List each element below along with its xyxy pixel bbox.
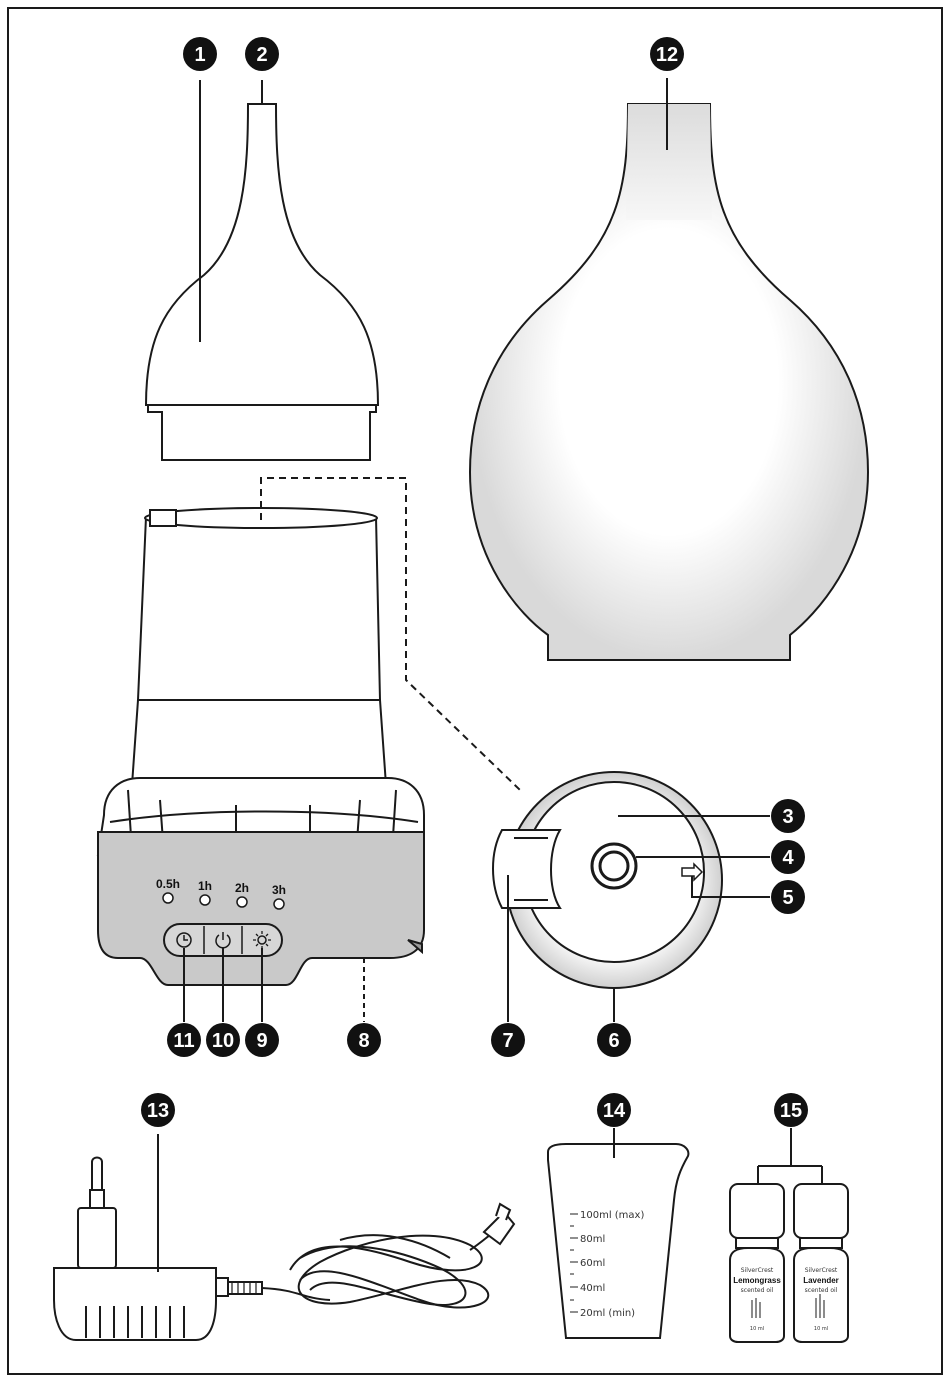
callout-2-label: 2	[256, 44, 267, 66]
power-cord	[262, 1204, 514, 1308]
callout-14: 14	[597, 1093, 631, 1127]
callout-12-label: 12	[656, 44, 678, 66]
led-2h	[237, 897, 247, 907]
callout-6: 6	[597, 1023, 631, 1057]
callout-8: 8	[347, 1023, 381, 1057]
cup-scale-60: 60ml	[580, 1258, 605, 1269]
callout-9: 9	[245, 1023, 279, 1057]
cup-scale-80: 80ml	[580, 1234, 605, 1245]
timer-label-0-5h: 0.5h	[156, 877, 180, 891]
callout-13: 13	[141, 1093, 175, 1127]
bottle-1-name: Lemongrass	[733, 1276, 781, 1285]
base-unit	[98, 508, 424, 985]
callout-8-label: 8	[358, 1030, 369, 1052]
led-1h	[200, 895, 210, 905]
callout-14-label: 14	[603, 1100, 626, 1122]
led-0-5h	[163, 893, 173, 903]
callout-10: 10	[206, 1023, 240, 1057]
callout-4-label: 4	[782, 847, 794, 869]
callout-15-label: 15	[780, 1100, 802, 1122]
glass-globe	[470, 104, 868, 660]
callout-11: 11	[167, 1023, 201, 1057]
timer-label-3h: 3h	[272, 883, 286, 897]
callout-5: 5	[771, 880, 805, 914]
callout-3: 3	[771, 799, 805, 833]
top-view	[493, 772, 722, 988]
nozzle-cover	[146, 104, 378, 460]
timer-label-1h: 1h	[198, 879, 212, 893]
leader-15	[758, 1128, 822, 1192]
bottle-2-name: Lavender	[803, 1276, 839, 1285]
callout-9-label: 9	[256, 1030, 267, 1052]
callout-7: 7	[491, 1023, 525, 1057]
callout-13-label: 13	[147, 1100, 169, 1122]
callout-5-label: 5	[782, 887, 793, 909]
led-3h	[274, 899, 284, 909]
callout-1: 1	[183, 37, 217, 71]
callout-1-label: 1	[194, 44, 205, 66]
callout-10-label: 10	[212, 1030, 234, 1052]
timer-label-2h: 2h	[235, 881, 249, 895]
bottle-1-brand: SilverCrest	[741, 1267, 774, 1274]
callout-4: 4	[771, 840, 805, 874]
callout-6-label: 6	[608, 1030, 619, 1052]
bottle-2-brand: SilverCrest	[805, 1267, 838, 1274]
cup-scale-40: 40ml	[580, 1283, 605, 1294]
bottle-2-type: scented oil	[805, 1287, 838, 1294]
cup-scale-100: 100ml (max)	[580, 1210, 644, 1221]
callout-3-label: 3	[782, 806, 793, 828]
bottle-2-volume: 10 ml	[814, 1326, 828, 1332]
callout-2: 2	[245, 37, 279, 71]
callout-7-label: 7	[502, 1030, 513, 1052]
callout-11-label: 11	[173, 1030, 194, 1052]
callout-15: 15	[774, 1093, 808, 1127]
bottle-1-volume: 10 ml	[750, 1326, 764, 1332]
oil-bottle-lemongrass	[730, 1184, 784, 1342]
callout-12: 12	[650, 37, 684, 71]
cup-scale-20: 20ml (min)	[580, 1308, 635, 1319]
oil-bottle-lavender	[794, 1184, 848, 1342]
bottle-1-type: scented oil	[741, 1287, 774, 1294]
